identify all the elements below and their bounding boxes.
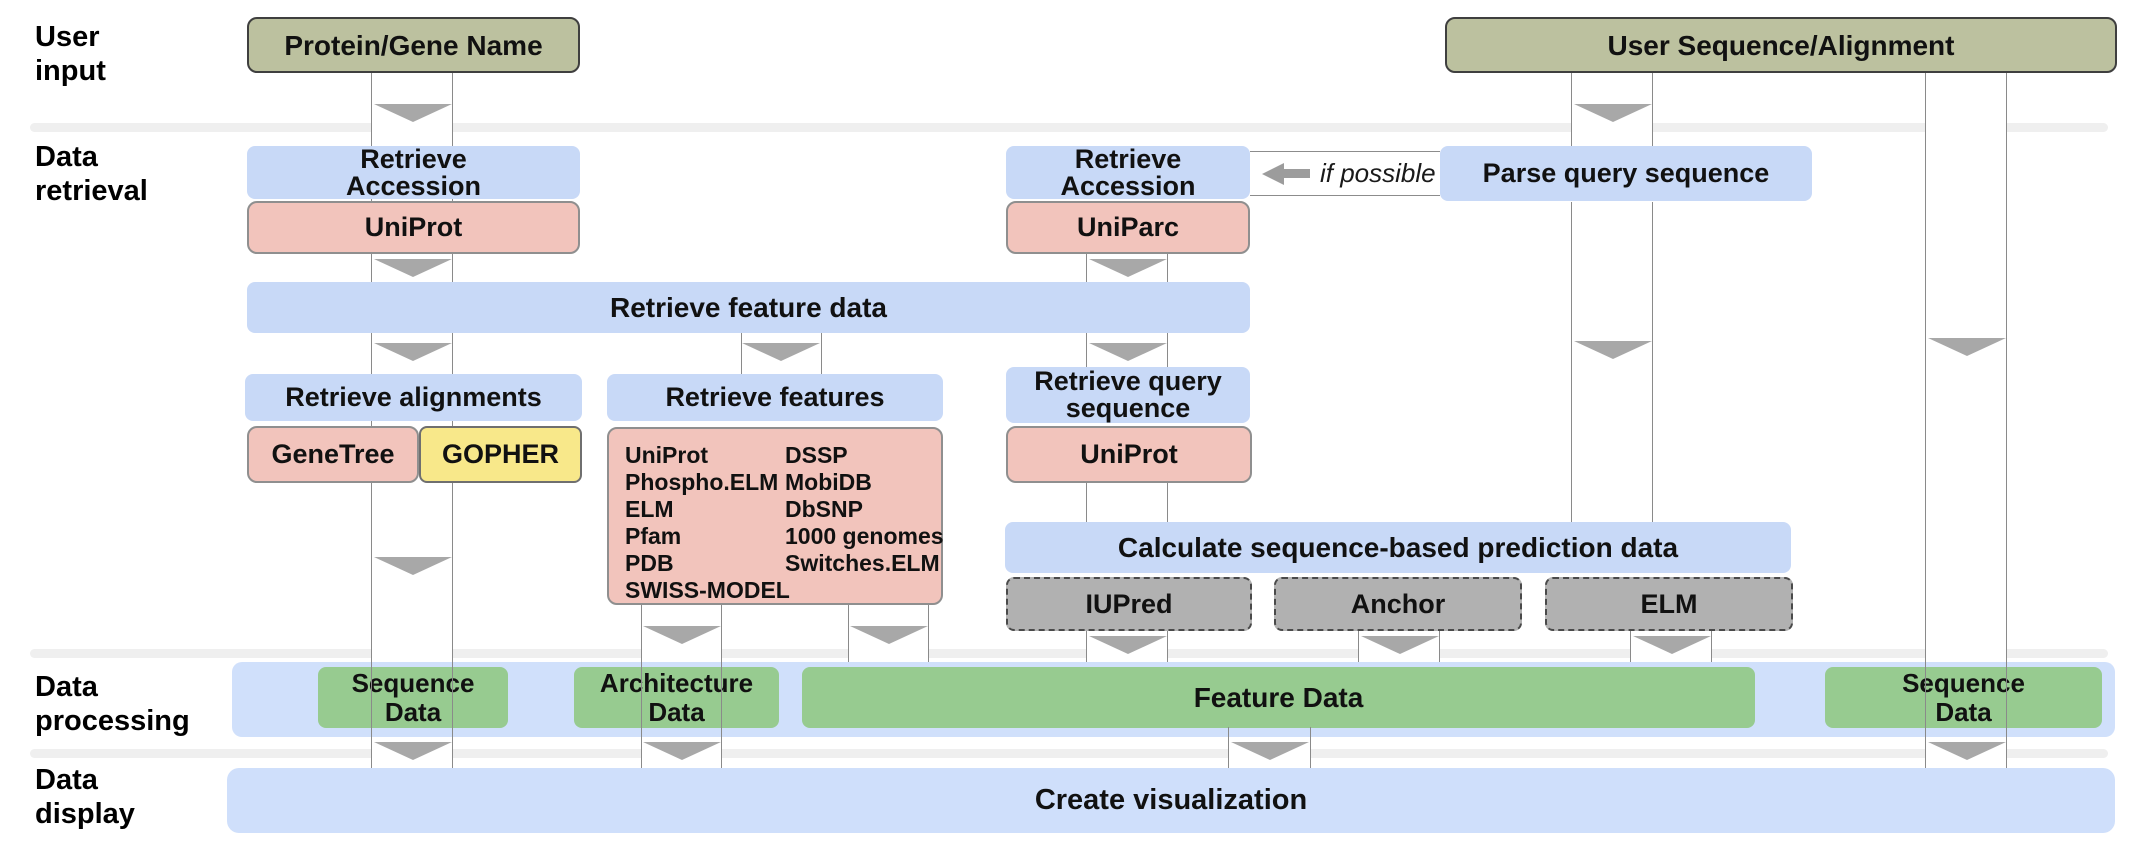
- node-parse-query-sequence: Parse query sequence: [1440, 146, 1812, 201]
- arrow-left-icon: [1262, 162, 1284, 185]
- node-label: Retrieve: [360, 143, 467, 174]
- connector-channel-userseq-column: [1925, 73, 2007, 768]
- node-label: Retrieve alignments: [285, 382, 542, 412]
- database-list-item: MobiDB: [785, 469, 872, 495]
- row-label-user-input: User input: [35, 20, 106, 88]
- database-list-item: Switches.ELM: [785, 550, 940, 576]
- row-label-data-retrieval: Data retrieval: [35, 140, 148, 208]
- node-retrieve-accession-middle: Retrieve Accession: [1006, 143, 1250, 201]
- node-architecture-data: Architecture Data: [574, 667, 779, 728]
- database-list-item: SWISS-MODEL: [625, 577, 790, 603]
- connector-overlay-featuredata-down: [1228, 727, 1311, 737]
- row-label-line: Data: [35, 141, 98, 173]
- node-label: UniParc: [1076, 212, 1180, 242]
- node-label: Data: [1935, 696, 1992, 727]
- row-label-line: processing: [35, 705, 190, 737]
- node-label: Accession: [1060, 170, 1196, 201]
- node-label: Architecture: [599, 667, 754, 698]
- node-anchor: Anchor: [1274, 577, 1522, 631]
- node-elm-prediction: ELM: [1545, 577, 1793, 631]
- node-label: Sequence: [351, 667, 475, 698]
- node-gopher: GOPHER: [419, 426, 582, 483]
- connector-channel-parse-calc: [1571, 202, 1653, 523]
- node-feature-data: Feature Data: [802, 667, 1755, 728]
- node-label: GeneTree: [271, 439, 395, 469]
- node-sequence-data-right: Sequence Data: [1825, 667, 2102, 728]
- section-divider-2: [30, 649, 2108, 658]
- node-uniprot-left: UniProt: [247, 201, 580, 254]
- database-list-item: Phospho.ELM: [625, 469, 779, 495]
- node-user-sequence-alignment: User Sequence/Alignment: [1445, 17, 2117, 73]
- row-label-line: display: [35, 798, 135, 830]
- database-list-item: ELM: [625, 496, 674, 522]
- if-possible-label: if possible: [1320, 158, 1436, 188]
- node-label: Anchor: [1350, 588, 1446, 619]
- node-label: UniProt: [364, 212, 463, 242]
- node-label: Data: [384, 696, 442, 727]
- database-list-item: UniProt: [625, 442, 709, 468]
- connector-overlay-userseq-column: [1925, 662, 2007, 737]
- node-iupred: IUPred: [1006, 577, 1252, 631]
- node-label: Sequence: [1902, 667, 2025, 698]
- node-label: Create visualization: [1034, 784, 1308, 816]
- node-sequence-data-left: Sequence Data: [318, 667, 508, 728]
- node-retrieve-accession-left: Retrieve Accession: [247, 143, 580, 201]
- node-retrieve-query-sequence: Retrieve query sequence: [1006, 367, 1250, 423]
- row-label-line: input: [35, 55, 106, 87]
- node-calculate-prediction: Calculate sequence-based prediction data: [1005, 522, 1791, 573]
- node-label: Retrieve: [1074, 143, 1182, 174]
- node-label: Calculate sequence-based prediction data: [1117, 532, 1679, 563]
- node-genetree: GeneTree: [247, 426, 419, 483]
- node-label: Retrieve features: [665, 382, 885, 412]
- row-label-line: Data: [35, 671, 98, 703]
- database-list-item: Pfam: [625, 523, 682, 549]
- node-label: User Sequence/Alignment: [1607, 29, 1955, 61]
- node-retrieve-feature-data: Retrieve feature data: [247, 282, 1250, 333]
- row-label-data-processing: Data processing: [35, 670, 190, 738]
- node-retrieve-alignments: Retrieve alignments: [245, 374, 582, 421]
- node-label: IUPred: [1085, 588, 1173, 619]
- node-retrieve-features: Retrieve features: [607, 374, 943, 421]
- node-label: ELM: [1640, 588, 1698, 619]
- node-label: Retrieve query: [1034, 366, 1222, 396]
- node-label: GOPHER: [441, 439, 560, 469]
- row-label-line: User: [35, 21, 100, 53]
- database-list-item: DSSP: [785, 442, 848, 468]
- connector-overlay-protein-column: [371, 662, 453, 737]
- row-label-line: retrieval: [35, 175, 148, 207]
- row-label-line: Data: [35, 764, 98, 796]
- database-list-item: PDB: [625, 550, 674, 576]
- connector-overlay-architecture: [641, 662, 722, 737]
- node-label: Retrieve feature data: [609, 292, 887, 323]
- if-possible-connector: if possible: [1250, 151, 1440, 196]
- row-label-data-display: Data display: [35, 763, 135, 831]
- node-label: Protein/Gene Name: [284, 29, 543, 61]
- database-list-item: DbSNP: [785, 496, 863, 522]
- node-label: UniProt: [1080, 439, 1178, 469]
- node-label: Parse query sequence: [1482, 158, 1770, 188]
- node-create-visualization: Create visualization: [227, 768, 2115, 833]
- node-label: Feature Data: [1193, 682, 1364, 713]
- node-label: Accession: [345, 170, 482, 201]
- node-protein-gene-name: Protein/Gene Name: [247, 17, 580, 73]
- database-list-item: 1000 genomes: [785, 523, 944, 549]
- section-divider-1: [30, 123, 2108, 132]
- connector-channel-uniprot-calc: [1086, 482, 1168, 522]
- node-uniparc: UniParc: [1006, 201, 1250, 254]
- arrow-left-tail: [1284, 169, 1310, 178]
- node-label: Data: [648, 696, 705, 727]
- section-divider-3: [30, 749, 2108, 758]
- node-uniprot-right: UniProt: [1006, 426, 1252, 483]
- node-label: sequence: [1065, 393, 1191, 423]
